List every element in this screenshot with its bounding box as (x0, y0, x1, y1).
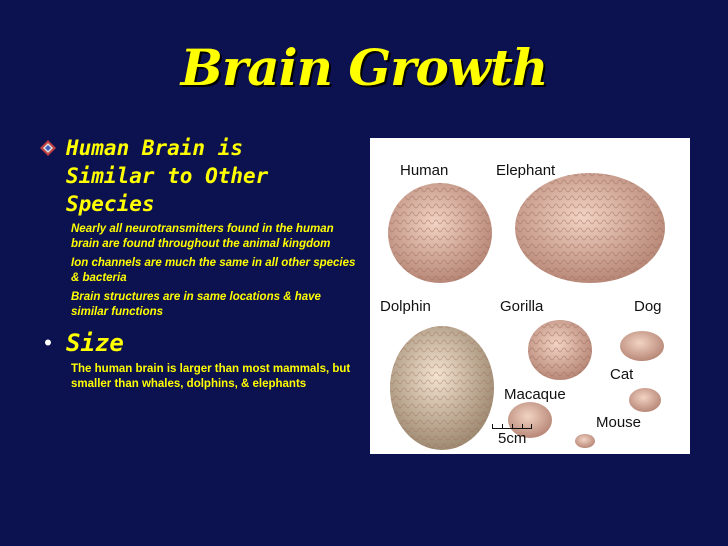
bullet-heading: Human Brain is Similar to Other Species (66, 136, 269, 216)
subpoint-brain-structures: Brain structures are in same locations &… (71, 291, 321, 318)
bullet-similarity: Human Brain is Similar to Other Species (40, 134, 360, 218)
slide-title: Brain Growth (180, 38, 549, 97)
label-elephant: Elephant (496, 162, 556, 179)
label-cat: Cat (610, 366, 634, 383)
subpoint-size: The human brain is larger than most mamm… (71, 363, 351, 390)
label-human: Human (400, 162, 449, 179)
macaque-brain (508, 402, 552, 438)
bullet-heading: Size (66, 329, 124, 357)
label-macaque: Macaque (504, 386, 566, 403)
diamond-bullet-icon (40, 140, 56, 156)
label-dolphin: Dolphin (380, 298, 431, 315)
subpoint-ion-channels: Ion channels are much the same in all ot… (71, 257, 356, 284)
bullet-size: • Size (40, 328, 360, 358)
cat-brain (629, 388, 661, 412)
dot-bullet-icon: • (44, 330, 52, 355)
label-scale: 5cm (498, 430, 527, 447)
brain-comparison-figure: Human Elephant Dolphin Gorilla Dog Cat M… (370, 138, 690, 454)
label-gorilla: Gorilla (500, 298, 544, 315)
mouse-brain (575, 434, 595, 448)
scale-bar (492, 424, 532, 429)
label-mouse: Mouse (596, 414, 642, 431)
brain-illustrations (388, 173, 665, 450)
label-dog: Dog (634, 298, 662, 315)
dog-brain (620, 331, 664, 361)
subpoint-neurotransmitters: Nearly all neurotransmitters found in th… (71, 223, 334, 250)
slide-content: Human Brain is Similar to Other Species … (40, 134, 360, 392)
